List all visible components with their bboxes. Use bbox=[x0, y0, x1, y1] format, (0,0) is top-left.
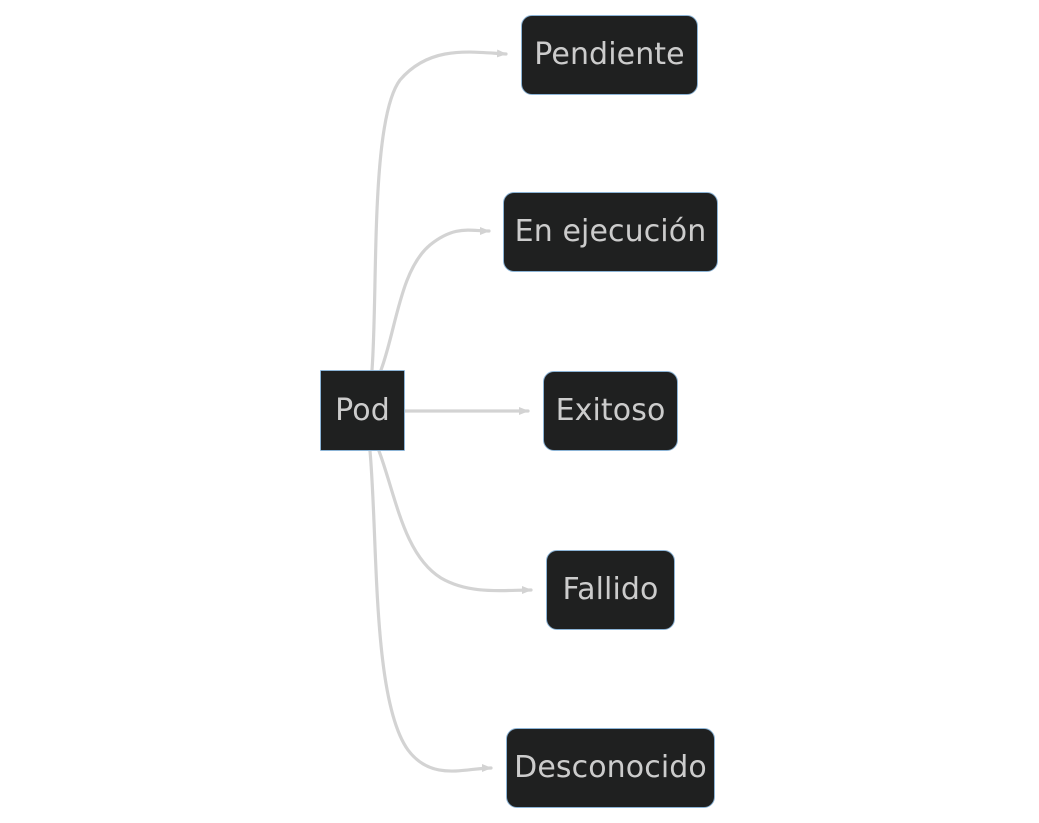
edge-pod-desconocido bbox=[368, 449, 493, 773]
edge-pod-en-ejecucion bbox=[379, 226, 491, 372]
node-fallido[interactable]: Fallido bbox=[546, 550, 675, 630]
node-label-desconocido: Desconocido bbox=[514, 750, 707, 785]
node-desconocido[interactable]: Desconocido bbox=[506, 728, 715, 808]
edge-pod-fallido bbox=[377, 449, 533, 595]
edge-pod-pendiente bbox=[370, 49, 508, 372]
node-pod[interactable]: Pod bbox=[320, 370, 405, 451]
node-label-exitoso: Exitoso bbox=[555, 393, 666, 428]
node-label-en-ejecucion: En ejecución bbox=[514, 214, 707, 249]
node-label-fallido: Fallido bbox=[562, 572, 659, 607]
node-en-ejecucion[interactable]: En ejecución bbox=[503, 192, 718, 272]
node-exitoso[interactable]: Exitoso bbox=[543, 371, 678, 451]
node-pendiente[interactable]: Pendiente bbox=[521, 15, 698, 95]
node-label-pendiente: Pendiente bbox=[534, 37, 685, 72]
node-label-pod: Pod bbox=[335, 392, 390, 428]
